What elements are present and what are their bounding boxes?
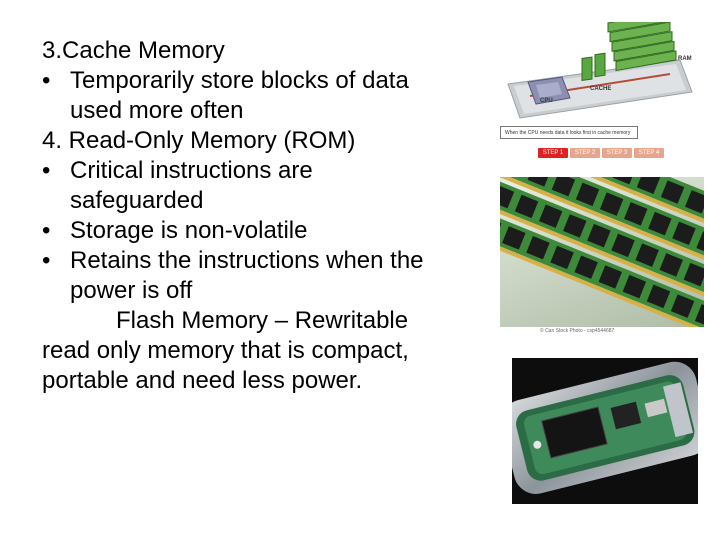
ram-sticks-photo <box>500 177 704 327</box>
cache-caption: When the CPU needs data it looks first i… <box>500 126 638 139</box>
bullet-text: Storage is non-volatile <box>70 217 308 244</box>
bullet-icon: • <box>42 157 51 184</box>
bullet-line: • Retains the instructions when the <box>42 246 492 276</box>
bullet-text: Critical instructions are <box>70 157 313 184</box>
bullet-text: Retains the instructions when the <box>70 247 424 274</box>
ram-label: RAM <box>678 56 692 62</box>
step-2-label: STEP 2 <box>570 148 600 158</box>
slide-text: 3.Cache Memory • Temporarily store block… <box>42 36 492 396</box>
cache-diagram-graphic <box>507 11 693 119</box>
step-4-label: STEP 4 <box>634 148 664 158</box>
flash-memory-text: portable and need less power. <box>42 367 363 394</box>
bullet-line: • Storage is non-volatile <box>42 216 492 246</box>
bullet-text: Temporarily store blocks of data <box>70 67 409 94</box>
flash-memory-heading: Flash Memory – Rewritable <box>116 307 409 334</box>
flash-drive-graphic <box>512 361 698 494</box>
bullet-continuation: safeguarded <box>70 187 204 214</box>
bullet-line: • Critical instructions are <box>42 156 492 186</box>
bullet-icon: • <box>42 247 51 274</box>
cache-diagram: RAM CPU CACHE When the CPU needs data it… <box>500 11 696 162</box>
flash-memory-text: read only memory that is compact, <box>42 337 409 364</box>
step-3-label: STEP 3 <box>602 148 632 158</box>
bullet-icon: • <box>42 67 51 94</box>
bullet-line: • Temporarily store blocks of data <box>42 66 492 96</box>
ram-sticks-graphic <box>500 177 704 327</box>
heading-rom: 4. Read-Only Memory (ROM) <box>42 127 356 154</box>
photo-credit: © Can Stock Photo - csp4544687 <box>540 328 615 334</box>
cpu-label: CPU <box>540 98 553 104</box>
bullet-continuation: used more often <box>70 97 244 124</box>
step-1-label: STEP 1 <box>538 148 568 158</box>
cache-label: CACHE <box>590 86 612 92</box>
heading-cache-memory: 3.Cache Memory <box>42 37 225 64</box>
flash-drive-photo <box>512 358 698 504</box>
bullet-icon: • <box>42 217 51 244</box>
bullet-continuation: power is off <box>70 277 193 304</box>
